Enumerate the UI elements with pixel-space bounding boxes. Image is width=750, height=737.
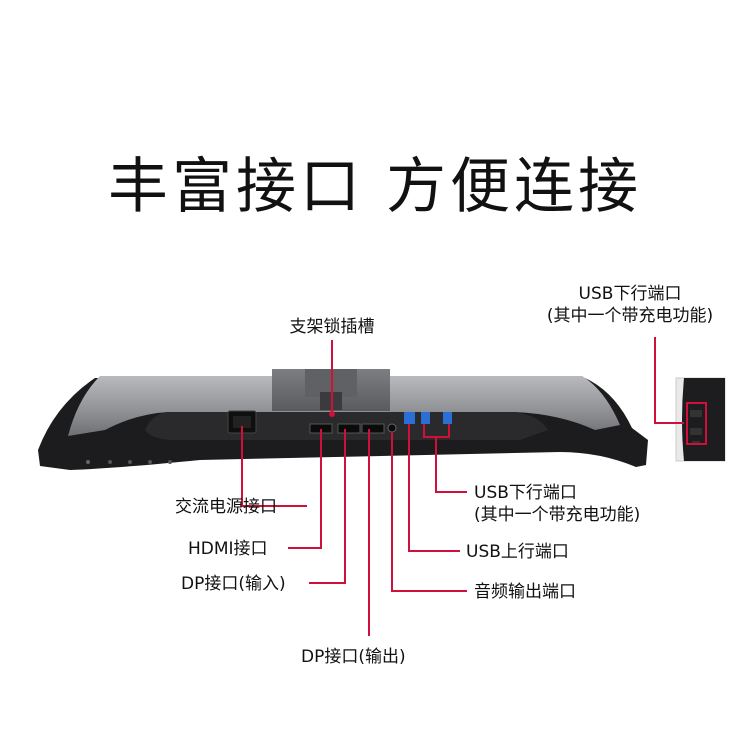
monitor-rear-view bbox=[38, 369, 648, 470]
headline-part-2: 方便连接 bbox=[386, 152, 642, 222]
callout-power: 交流电源接口 bbox=[175, 497, 277, 517]
headline: 丰富接口方便连接 bbox=[0, 138, 750, 225]
callout-hdmi: HDMI接口 bbox=[188, 539, 268, 559]
callout-side-usb-down-line2: (其中一个带充电功能) bbox=[546, 306, 714, 326]
callout-rear-usb-down-line1: USB下行端口 bbox=[474, 483, 577, 503]
callout-usb-up: USB上行端口 bbox=[466, 542, 569, 562]
callout-rear-usb-down-line2: (其中一个带充电功能) bbox=[474, 505, 641, 525]
headline-part-1: 丰富接口 bbox=[108, 152, 364, 222]
callout-dp-in: DP接口(输入) bbox=[181, 574, 286, 594]
callout-lines bbox=[241, 337, 707, 636]
callout-rear-usb-down: USB下行端口 (其中一个带充电功能) bbox=[474, 482, 640, 526]
callout-side-usb-down: USB下行端口 (其中一个带充电功能) bbox=[520, 283, 740, 327]
callout-side-usb-down-line1: USB下行端口 bbox=[578, 284, 682, 304]
callout-audio-out: 音频输出端口 bbox=[474, 582, 576, 602]
callout-lock-slot: 支架锁插槽 bbox=[289, 317, 375, 337]
callout-dp-out: DP接口(输出) bbox=[301, 647, 406, 667]
side-view-inset bbox=[675, 377, 726, 462]
